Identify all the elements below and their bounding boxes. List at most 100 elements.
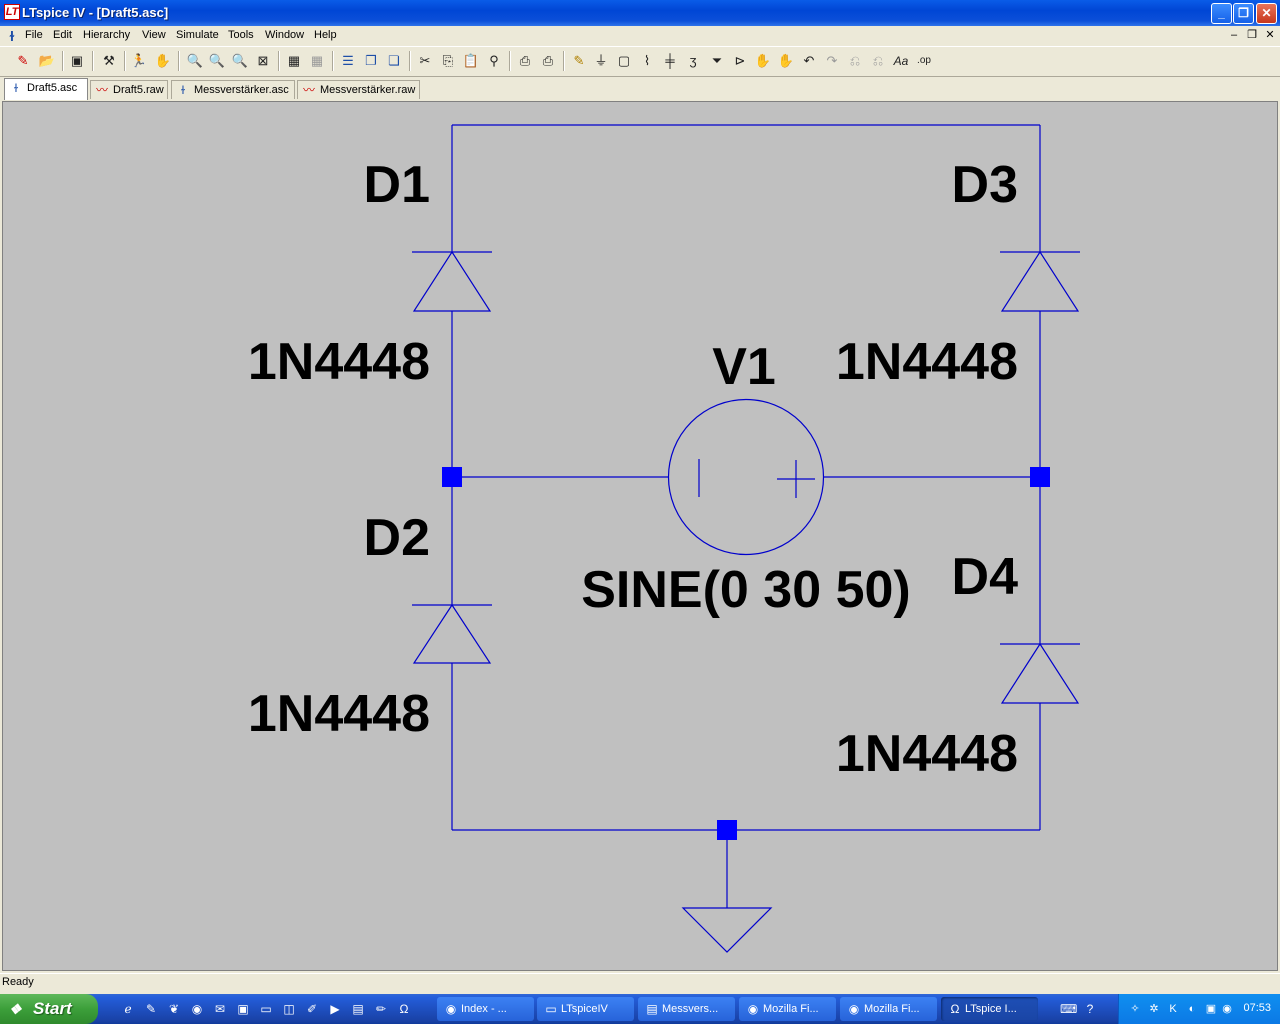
resistor-icon[interactable]: ⌇ xyxy=(643,53,651,68)
help-icon[interactable]: ? xyxy=(1086,1002,1094,1016)
autorange-icon[interactable]: ▦ xyxy=(287,53,301,68)
inductor-icon[interactable]: ʒ xyxy=(689,53,697,68)
menu-simulate[interactable]: Simulate xyxy=(176,29,219,41)
tray-icon-5[interactable]: ▣ xyxy=(1205,1003,1217,1015)
tile-horizontal-icon[interactable]: ☰ xyxy=(342,53,354,68)
tray-icon-3[interactable]: K xyxy=(1169,1003,1177,1015)
window-quicklaunch-icon[interactable]: ▭ xyxy=(260,1002,272,1016)
junction-bottom[interactable] xyxy=(717,820,737,840)
firefox-quicklaunch-icon[interactable]: ◉ xyxy=(191,1002,203,1016)
mdi-close-button[interactable]: ✕ xyxy=(1265,29,1275,41)
tab-draft5-asc[interactable]: ɫ Draft5.asc xyxy=(4,78,88,100)
tab-messverstaerker-raw[interactable]: 〰 Messverstärker.raw xyxy=(297,80,420,99)
tray-icon-1[interactable]: ✧ xyxy=(1130,1003,1140,1015)
notepad-quicklaunch-icon[interactable]: ✎ xyxy=(145,1002,157,1016)
move-icon[interactable]: ✋ xyxy=(754,53,772,68)
menu-edit[interactable]: Edit xyxy=(53,29,72,41)
ltspice-quicklaunch-icon[interactable]: Ω xyxy=(399,1002,409,1016)
app2-quicklaunch-icon[interactable]: ▣ xyxy=(237,1002,249,1016)
text-icon[interactable]: Aa xyxy=(893,54,909,68)
control-panel-icon[interactable]: ⚒ xyxy=(103,53,115,68)
d2-model-label[interactable]: 1N4448 xyxy=(248,685,430,743)
schematic-canvas[interactable]: D1 1N4448 D2 1N4448 D3 1N4448 D4 1N4448 … xyxy=(2,101,1278,971)
ground-symbol[interactable] xyxy=(681,907,773,953)
v1-ref-label[interactable]: V1 xyxy=(712,338,776,396)
copy-icon[interactable]: ⎘ xyxy=(442,53,454,68)
ltspice-app-icon[interactable]: LT xyxy=(4,4,20,20)
label-net-icon[interactable]: ▢ xyxy=(617,53,631,68)
d3-model-label[interactable]: 1N4448 xyxy=(836,333,1018,391)
restore-button[interactable]: ❐ xyxy=(1233,3,1254,24)
print-icon[interactable]: ⎙ xyxy=(542,53,554,68)
schematic-doc-icon[interactable]: ɫ xyxy=(9,28,15,44)
run-icon[interactable]: 🏃 xyxy=(130,53,148,68)
component-icon[interactable]: ⊳ xyxy=(734,53,746,68)
minimize-button[interactable]: _ xyxy=(1211,3,1232,24)
rotate-icon[interactable]: ⎌ xyxy=(849,53,861,68)
spice-directive-icon[interactable]: .op xyxy=(917,55,931,66)
keyboard-icon[interactable]: ⌨ xyxy=(1060,1002,1078,1016)
task-mozilla-2[interactable]: ◉ Mozilla Fi... xyxy=(840,997,937,1021)
diode-icon[interactable]: ⏷ xyxy=(711,53,723,68)
cut-icon[interactable]: ✂ xyxy=(419,53,431,68)
diode-d1[interactable] xyxy=(412,250,492,312)
schematic-drawing[interactable]: D1 1N4448 D2 1N4448 D3 1N4448 D4 1N4448 … xyxy=(3,102,1277,970)
pan-icon[interactable]: 🔍 xyxy=(208,53,226,68)
task-mozilla-1[interactable]: ◉ Mozilla Fi... xyxy=(739,997,836,1021)
ground-icon[interactable]: ⏚ xyxy=(594,53,608,68)
junction-left[interactable] xyxy=(442,467,462,487)
app-quicklaunch-icon[interactable]: ❦ xyxy=(168,1002,180,1016)
menu-help[interactable]: Help xyxy=(314,29,337,41)
mirror-icon[interactable]: ⎌ xyxy=(872,53,884,68)
menu-window[interactable]: Window xyxy=(265,29,305,41)
tray-icon-4[interactable]: ◐ xyxy=(1188,1003,1196,1015)
cascade-icon[interactable]: ❐ xyxy=(365,53,377,68)
tab-messverstaerker-asc[interactable]: ɫ Messverstärker.asc xyxy=(171,80,295,99)
d4-model-label[interactable]: 1N4448 xyxy=(836,725,1018,783)
print-preview-icon[interactable]: ⎙ xyxy=(519,53,531,68)
paste-icon[interactable]: 📋 xyxy=(462,53,480,68)
menu-view[interactable]: View xyxy=(142,29,166,41)
zoom-fit-icon[interactable]: ⊠ xyxy=(257,53,269,68)
find-icon[interactable]: ⚲ xyxy=(489,53,499,68)
tray-icon-6[interactable]: ◉ xyxy=(1222,1003,1232,1015)
d2-ref-label[interactable]: D2 xyxy=(364,509,430,567)
capacitor-icon[interactable]: ╪ xyxy=(665,53,675,68)
undo-icon[interactable]: ↶ xyxy=(803,53,815,68)
draw-wire-icon[interactable]: ✎ xyxy=(573,53,585,68)
d4-ref-label[interactable]: D4 xyxy=(952,548,1019,606)
task-messvers-pdf[interactable]: ▤ Messvers... xyxy=(638,997,735,1021)
zoom-in-icon[interactable]: 🔍 xyxy=(186,53,204,68)
d3-ref-label[interactable]: D3 xyxy=(952,156,1018,214)
task-ltspiceiv-folder[interactable]: ▭ LTspiceIV xyxy=(537,997,634,1021)
zoom-out-icon[interactable]: 🔍 xyxy=(231,53,249,68)
drag-icon[interactable]: ✋ xyxy=(777,53,795,68)
d1-model-label[interactable]: 1N4448 xyxy=(248,333,430,391)
tab-draft5-raw[interactable]: 〰 Draft5.raw xyxy=(90,80,168,99)
clock[interactable]: 07:53 xyxy=(1243,1002,1271,1014)
voltage-source-v1[interactable] xyxy=(667,398,825,556)
media-quicklaunch-icon[interactable]: ▶ xyxy=(330,1002,340,1016)
save-icon[interactable]: ▣ xyxy=(70,53,84,68)
calculator-quicklaunch-icon[interactable]: ▤ xyxy=(352,1002,364,1016)
menu-tools[interactable]: Tools xyxy=(228,29,254,41)
ie-quicklaunch-icon[interactable]: ℯ xyxy=(124,1002,132,1016)
diode-d2[interactable] xyxy=(412,603,492,664)
paint-quicklaunch-icon[interactable]: ✏ xyxy=(375,1002,387,1016)
v1-value-label[interactable]: SINE(0 30 50) xyxy=(581,561,911,619)
thunderbird-quicklaunch-icon[interactable]: ✉ xyxy=(214,1002,226,1016)
redo-icon[interactable]: ↷ xyxy=(826,53,838,68)
tile-vertical-icon[interactable]: ❏ xyxy=(388,53,400,68)
junction-right[interactable] xyxy=(1030,467,1050,487)
task-index[interactable]: ◉ Index - ... xyxy=(437,997,534,1021)
halt-icon[interactable]: ✋ xyxy=(154,53,172,68)
title-bar[interactable]: LT LTspice IV - [Draft5.asc] _ ❐ ✕ xyxy=(0,0,1280,26)
browser-quicklaunch-icon[interactable]: ◫ xyxy=(283,1002,295,1016)
diode-d3[interactable] xyxy=(1000,250,1080,312)
diode-d4[interactable] xyxy=(1000,642,1080,704)
new-schematic-icon[interactable]: ✎ xyxy=(17,53,29,68)
menu-file[interactable]: File xyxy=(25,29,43,41)
editor-quicklaunch-icon[interactable]: ✐ xyxy=(306,1002,318,1016)
mdi-minimize-button[interactable]: – xyxy=(1230,29,1238,41)
task-ltspice[interactable]: Ω LTspice I... xyxy=(941,997,1038,1021)
